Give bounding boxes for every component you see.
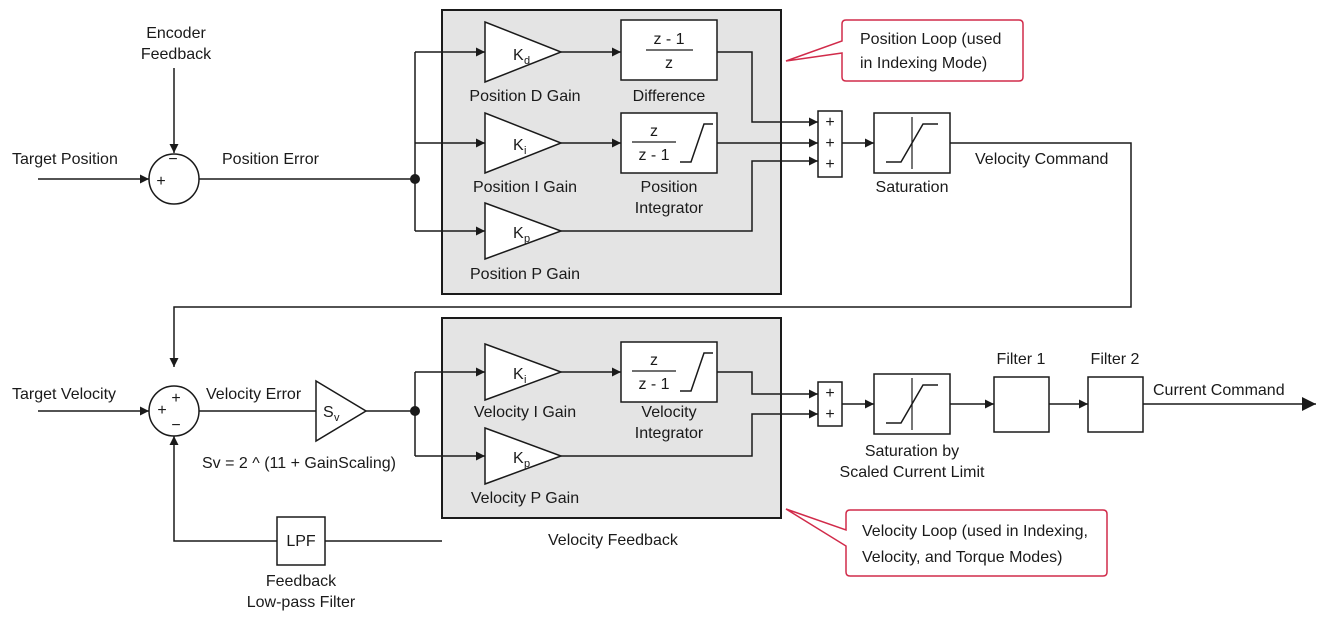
- velocity-ki-gain-block: [484, 342, 564, 402]
- current-saturation-label-2: Scaled Current Limit: [840, 464, 986, 481]
- gain-subscript: i: [524, 145, 526, 157]
- saturation-label: Saturation: [876, 179, 949, 196]
- saturation-curve-icon: [886, 123, 938, 163]
- tf-denominator: z - 1: [638, 376, 669, 393]
- velocity-command-label: Velocity Command: [975, 151, 1108, 168]
- summer-sign: +: [156, 173, 165, 190]
- lpf-caption-1: Feedback: [266, 573, 337, 590]
- position-loop-callout-line-1: Position Loop (used: [860, 31, 1001, 48]
- summer-sign: +: [825, 114, 834, 131]
- encoder-feedback-label-2: Feedback: [141, 46, 212, 63]
- sv-formula: Sv = 2 ^ (11 + GainScaling): [202, 455, 396, 472]
- gain-subscript: d: [524, 55, 530, 67]
- position-integrator-label-2: Integrator: [635, 200, 704, 217]
- velocity-loop-callout-line-1: Velocity Loop (used in Indexing,: [862, 523, 1088, 540]
- wire-vel-kp-to-summer: [561, 409, 818, 457]
- position-integrator-label-1: Position: [641, 179, 698, 196]
- encoder-feedback-label-1: Encoder: [146, 25, 206, 42]
- current-command-label: Current Command: [1153, 382, 1285, 399]
- position-i-gain-label: Position I Gain: [473, 179, 577, 196]
- summer-sign: −: [168, 151, 177, 168]
- gain-symbol: K: [513, 366, 524, 383]
- position-integrator-block: [620, 112, 718, 174]
- lpf-label: LPF: [286, 533, 316, 550]
- position-p-gain-label: Position P Gain: [470, 266, 580, 283]
- sv-subscript: v: [334, 412, 340, 424]
- integrator-limit-icon: [680, 352, 713, 392]
- target-velocity-label: Target Velocity: [12, 386, 116, 403]
- velocity-command-wire: [169, 142, 1132, 367]
- summer-sign: +: [157, 402, 166, 419]
- velocity-integrator-block: [620, 341, 718, 403]
- summer-sign: +: [825, 135, 834, 152]
- position-ki-gain-block: [484, 111, 564, 175]
- velocity-i-gain-label: Velocity I Gain: [474, 404, 576, 421]
- lpf-block: [276, 516, 326, 566]
- target-position-label: Target Position: [12, 151, 118, 168]
- velocity-loop-callout-line-2: Velocity, and Torque Modes): [862, 549, 1062, 566]
- gain-symbol: K: [513, 225, 524, 242]
- current-saturation-label-1: Saturation by: [865, 443, 959, 460]
- filter-2-label: Filter 2: [1091, 351, 1140, 368]
- wire-kp-to-summer: [561, 156, 818, 232]
- position-output-summer: [817, 110, 843, 178]
- tf-denominator: z - 1: [638, 147, 669, 164]
- summer-sign: +: [825, 156, 834, 173]
- gain-symbol: K: [513, 450, 524, 467]
- summer-sign: +: [825, 385, 834, 402]
- velocity-kp-gain-block: [484, 426, 564, 486]
- filter-1-label: Filter 1: [997, 351, 1046, 368]
- tf-numerator: z: [650, 123, 658, 140]
- gain-symbol: K: [513, 137, 524, 154]
- saturation-curve-icon: [886, 384, 938, 424]
- wire-lpf-to-summer: [169, 436, 277, 542]
- velocity-loop-callout: [785, 508, 1108, 577]
- tf-numerator: z - 1: [653, 31, 684, 48]
- summer-sign: +: [825, 406, 834, 423]
- velocity-p-gain-label: Velocity P Gain: [471, 490, 579, 507]
- gain-symbol: K: [513, 47, 524, 64]
- summer-sign: +: [171, 390, 180, 407]
- integrator-limit-icon: [680, 123, 713, 163]
- position-loop-callout: [785, 19, 1024, 82]
- position-loop-callout-line-2: in Indexing Mode): [860, 55, 987, 72]
- filter-2-block: [1087, 376, 1144, 433]
- velocity-integrator-label-2: Integrator: [635, 425, 704, 442]
- lpf-caption-2: Low-pass Filter: [247, 594, 356, 611]
- wire-vel-integrator-to-summer: [717, 371, 818, 399]
- velocity-error-label: Velocity Error: [206, 386, 302, 403]
- summer-sign: −: [171, 417, 180, 434]
- position-d-gain-label: Position D Gain: [469, 88, 580, 105]
- position-kd-gain-block: [484, 20, 564, 84]
- velocity-feedback-label: Velocity Feedback: [548, 532, 679, 549]
- wire-difference-to-summer: [717, 51, 818, 127]
- position-error-label: Position Error: [222, 151, 320, 168]
- gain-subscript: i: [524, 374, 526, 386]
- position-kp-gain-block: [484, 201, 564, 261]
- tf-denominator: z: [665, 55, 673, 72]
- sv-scaling-block: [315, 379, 368, 443]
- difference-label: Difference: [633, 88, 706, 105]
- filter-1-block: [993, 376, 1050, 433]
- velocity-integrator-label-1: Velocity: [641, 404, 696, 421]
- gain-subscript: p: [524, 458, 530, 470]
- gain-subscript: p: [524, 233, 530, 245]
- tf-numerator: z: [650, 352, 658, 369]
- sv-symbol: S: [323, 404, 334, 421]
